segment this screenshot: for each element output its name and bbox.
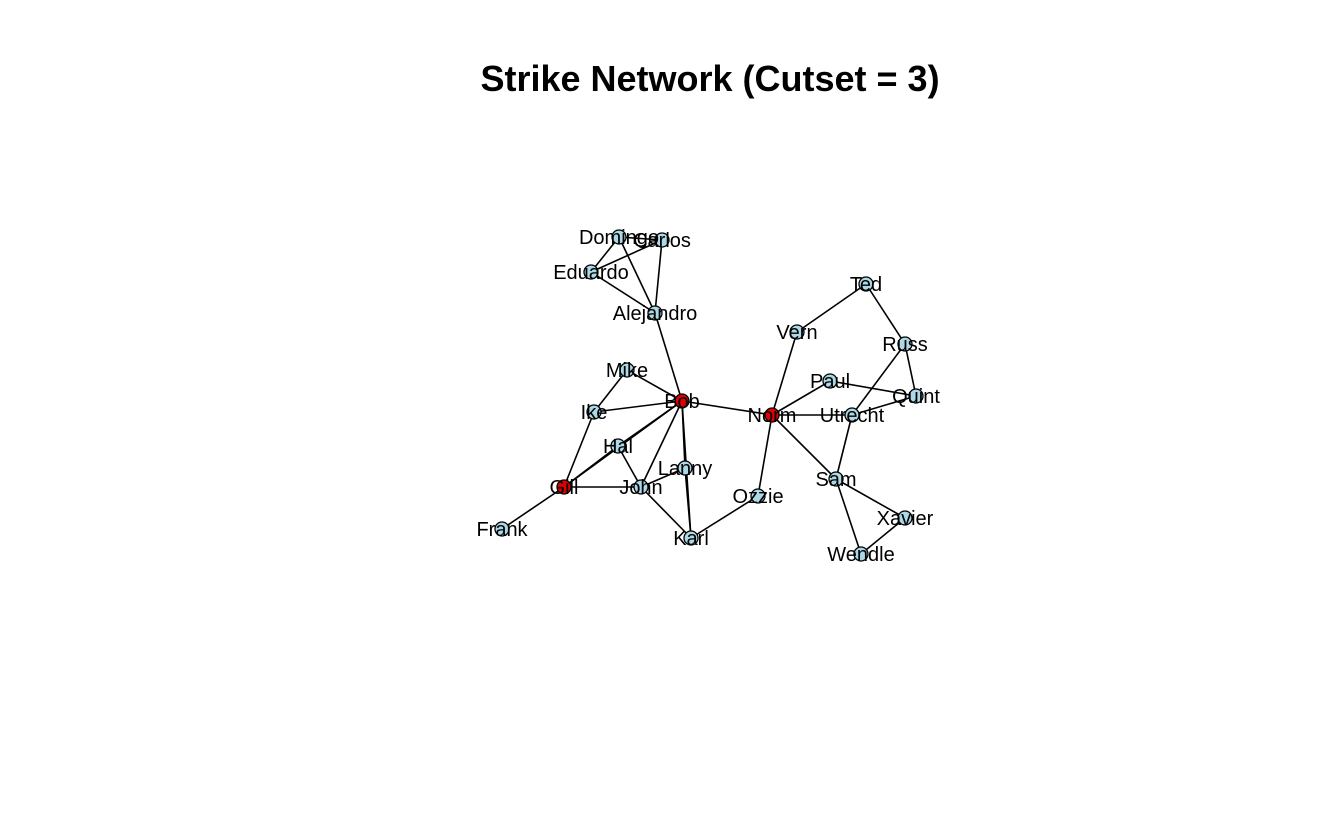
- node-lanny: [677, 460, 693, 476]
- node-paul: [822, 373, 838, 389]
- node-label-frank: Frank: [476, 519, 528, 541]
- node-hal: [610, 438, 626, 454]
- edge-norm-vern: [771, 331, 798, 416]
- node-label-russ: Russ: [882, 334, 928, 356]
- node-mike: [619, 362, 635, 378]
- edge-hal-gill: [563, 445, 619, 488]
- edge-xavier-wendle: [860, 517, 906, 555]
- edge-russ-quint: [904, 343, 917, 397]
- node-norm: [764, 407, 780, 423]
- node-utrecht: [844, 407, 860, 423]
- node-label-wendle: Wendle: [827, 544, 894, 566]
- edge-gill-frank: [501, 486, 565, 530]
- edge-eduardo-alejandro: [590, 271, 656, 314]
- node-ozzie: [750, 488, 766, 504]
- edge-vern-ted: [796, 283, 867, 333]
- node-russ: [897, 336, 913, 352]
- node-label-bob: Bob: [664, 391, 700, 413]
- node-label-alejandro: Alejandro: [613, 303, 698, 325]
- node-domingo: [611, 229, 627, 245]
- node-alejandro: [647, 305, 663, 321]
- node-bob: [674, 393, 690, 409]
- edge-ted-russ: [865, 283, 906, 345]
- node-label-paul: Paul: [810, 371, 850, 393]
- node-label-norm: Norm: [748, 405, 797, 427]
- edge-john-karl: [640, 486, 692, 539]
- node-quint: [908, 388, 924, 404]
- edge-hal-john: [617, 445, 642, 488]
- node-john: [633, 479, 649, 495]
- node-label-mike: Mike: [606, 360, 648, 382]
- node-xavier: [897, 510, 913, 526]
- edges-layer: [501, 236, 917, 555]
- edge-sam-wendle: [835, 478, 862, 555]
- edge-russ-utrecht: [851, 343, 906, 416]
- node-label-ike: Ike: [581, 402, 608, 424]
- edge-mike-ike: [593, 369, 628, 413]
- edge-domingo-alejandro: [618, 236, 656, 314]
- node-label-carlos: Carlos: [633, 230, 691, 252]
- edge-carlos-eduardo: [590, 239, 663, 273]
- edge-john-lanny: [640, 467, 686, 488]
- edge-bob-norm: [681, 400, 773, 416]
- edge-alejandro-bob: [654, 312, 683, 402]
- node-label-xavier: Xavier: [877, 508, 934, 530]
- nodes-layer: [494, 229, 924, 562]
- node-label-utrecht: Utrecht: [820, 405, 885, 427]
- node-label-ted: Ted: [850, 274, 882, 296]
- edge-lanny-karl: [684, 467, 692, 539]
- edge-norm-sam: [771, 414, 837, 480]
- node-carlos: [654, 232, 670, 248]
- node-label-sam: Sam: [815, 469, 856, 491]
- node-label-domingo: Domingo: [579, 227, 659, 249]
- edge-sam-xavier: [835, 478, 906, 519]
- node-label-quint: Quint: [892, 386, 940, 408]
- node-label-gill: Gill: [550, 477, 579, 499]
- node-label-karl: Karl: [673, 528, 709, 550]
- edge-bob-ike: [593, 400, 683, 413]
- edge-paul-quint: [829, 380, 917, 397]
- edge-ike-gill: [563, 411, 595, 488]
- edge-karl-ozzie: [690, 495, 759, 539]
- edge-norm-ozzie: [757, 414, 773, 497]
- edge-bob-john: [640, 400, 683, 488]
- node-eduardo: [583, 264, 599, 280]
- edge-bob-mike: [626, 369, 683, 402]
- node-frank: [494, 521, 510, 537]
- node-label-john: John: [619, 477, 662, 499]
- node-label-ozzie: Ozzie: [732, 486, 783, 508]
- node-gill: [556, 479, 572, 495]
- node-sam: [828, 471, 844, 487]
- edge-utrecht-sam: [835, 414, 853, 480]
- node-ted: [858, 276, 874, 292]
- chart-title: Strike Network (Cutset = 3): [480, 58, 940, 99]
- node-ike: [586, 404, 602, 420]
- node-wendle: [853, 546, 869, 562]
- node-karl: [683, 530, 699, 546]
- edge-norm-paul: [771, 380, 831, 416]
- node-label-hal: Hal: [603, 436, 633, 458]
- edge-carlos-alejandro: [654, 239, 663, 314]
- node-label-eduardo: Eduardo: [553, 262, 629, 284]
- node-vern: [789, 324, 805, 340]
- node-label-lanny: Lanny: [658, 458, 713, 480]
- edge-utrecht-quint: [851, 395, 917, 416]
- node-label-vern: Vern: [776, 322, 817, 344]
